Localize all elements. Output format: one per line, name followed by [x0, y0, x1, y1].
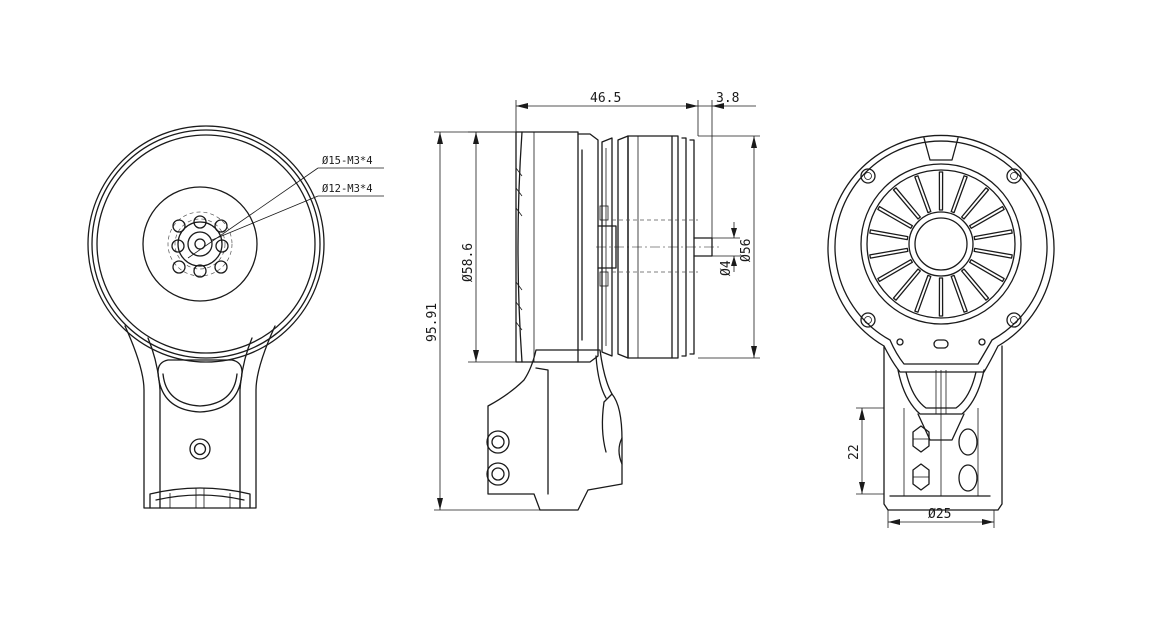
side-view: 46.5 3.8 Ø58.6 95.91 Ø4 Ø56	[425, 91, 760, 511]
front-shaft	[187, 231, 213, 257]
front-mount-screw	[189, 438, 211, 460]
rear-view: 22 Ø25	[827, 134, 1055, 528]
rear-vent-spoke	[877, 205, 913, 229]
dim-tube-dia-25: Ø25	[928, 507, 951, 522]
rear-hub	[908, 211, 974, 277]
rear-vent-spoke	[938, 277, 944, 317]
side-stator-housing	[515, 131, 579, 363]
callout-12-m3: Ø12-M3*4	[322, 183, 373, 195]
front-mount-body	[124, 325, 276, 509]
front-hub	[142, 186, 258, 302]
rear-vent-spoke	[961, 187, 990, 220]
rear-mount-arm	[883, 345, 1003, 511]
side-mount-arm	[487, 349, 623, 511]
rear-vent-spoke	[938, 171, 944, 211]
front-rotor-outer	[87, 125, 325, 363]
front-bolt-holes	[171, 215, 229, 278]
rear-vent-spoke	[969, 259, 1005, 283]
dim-shaft-3-8: 3.8	[716, 91, 739, 106]
rear-vent-spokes	[869, 171, 1013, 317]
rear-vent-spoke	[961, 268, 990, 301]
rear-vent-spoke	[950, 175, 968, 214]
callout-15-m3: Ø15-M3*4	[322, 155, 373, 167]
rear-vent-spoke	[973, 247, 1013, 259]
front-mount-recess	[157, 359, 243, 413]
rear-oval-slot	[933, 339, 949, 349]
rear-vent-spoke	[969, 205, 1005, 229]
rear-vent-spoke	[892, 268, 921, 301]
rear-vent-spoke	[869, 229, 909, 241]
rear-vent-spoke	[892, 187, 921, 220]
rear-vent-spoke	[869, 247, 909, 259]
dim-clamp-height-22: 22	[847, 444, 862, 460]
rear-vent-spoke	[914, 274, 932, 313]
dim-rotor-dia-56: Ø56	[739, 239, 754, 262]
dim-overall-height-95-91: 95.91	[425, 303, 440, 342]
rear-vent-spoke	[973, 229, 1013, 241]
rear-vent-spoke	[914, 175, 932, 214]
rear-vent-spoke	[950, 274, 968, 313]
dim-length-46-5: 46.5	[590, 91, 621, 106]
rear-housing-outer	[827, 134, 1055, 373]
rear-vent-spoke	[877, 259, 913, 283]
rear-corner-screws	[860, 168, 1022, 346]
front-view: Ø15-M3*4 Ø12-M3*4	[87, 125, 384, 509]
dim-stator-dia-58-6: Ø58.6	[461, 243, 476, 282]
side-mount-screws	[486, 430, 510, 486]
rear-inner-ring	[860, 163, 1022, 325]
dim-shaft-dia-4: Ø4	[719, 260, 734, 276]
